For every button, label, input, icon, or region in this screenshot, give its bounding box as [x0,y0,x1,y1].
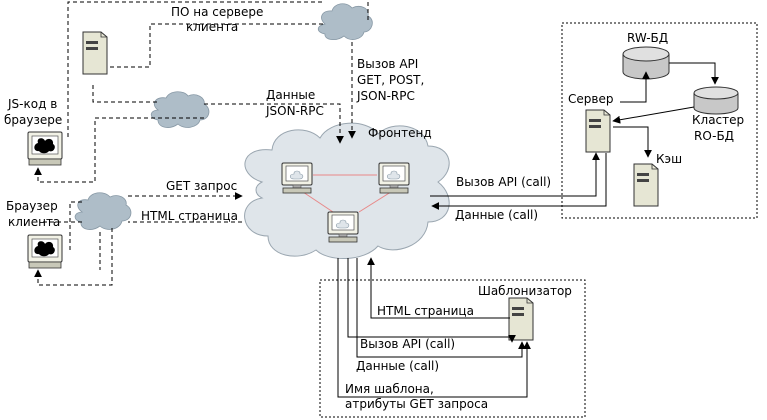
top-cloud [317,3,373,40]
templater-group-box [319,279,586,418]
label-frontend: Фронтенд [368,126,432,140]
frontend-cloud [244,122,450,260]
frontend-node-left [281,162,313,194]
backend-group-box [561,22,758,219]
label-server: Сервер [568,92,613,106]
label-get-request: GET запрос [166,179,237,193]
middle-cloud [150,91,210,128]
label-template-name: Имя шаблона,атрибуты GET запроса [345,382,488,411]
frontend-link-left [299,189,334,213]
label-html-page-left: HTML страница [141,209,238,223]
browser-cloud [74,192,132,230]
client-browser-computer-icon [27,234,63,269]
label-api-call-bottom: Вызов API (call) [360,337,455,351]
label-data-bottom: Данные (call) [356,359,439,373]
dashed-connections [34,1,369,286]
client-server-icon [82,31,108,75]
label-templater: Шаблонизатор [478,284,572,298]
frontend-node-right [378,162,410,194]
templater-server-icon [508,297,534,341]
rw-db-icon [622,46,670,80]
label-api-call-right: Вызов API (call) [456,175,551,189]
label-data-right: Данные (call) [455,208,538,222]
server-icon [585,109,611,153]
solid-connections [337,62,719,398]
ro-db-cluster-icon [693,86,739,115]
js-browser-computer-icon [27,131,63,166]
label-html-page-bottom: HTML страница [377,304,474,318]
frontend-node-bottom [327,211,359,243]
cache-icon [633,163,659,207]
label-cache: Кэш [656,152,682,166]
frontend-link-right [358,189,395,213]
label-rw-db: RW-БД [627,31,668,45]
